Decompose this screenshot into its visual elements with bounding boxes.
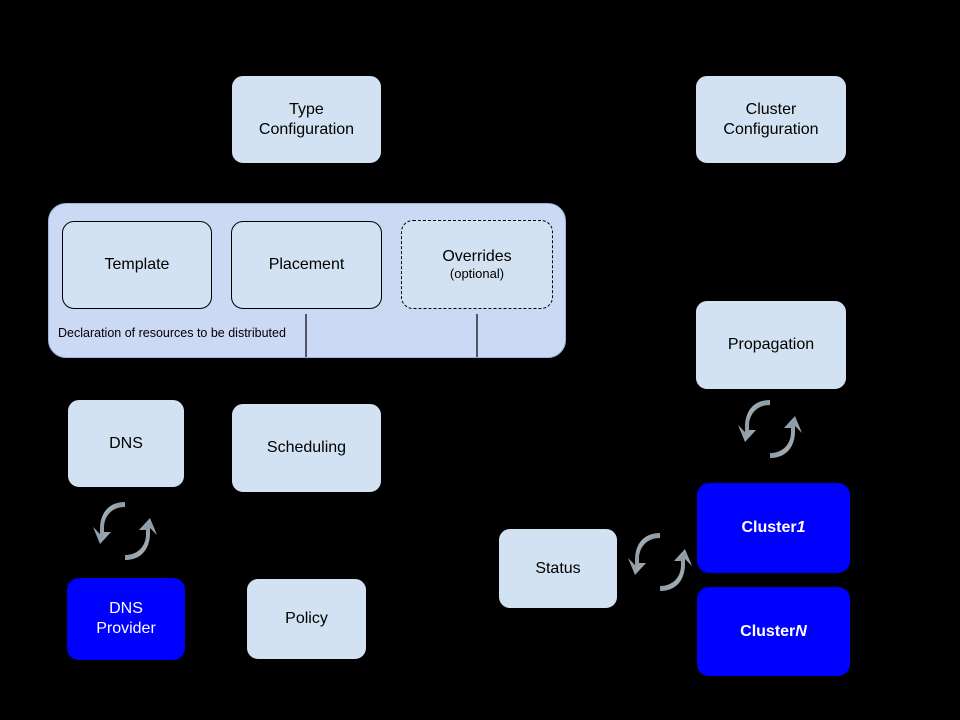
resource-declaration-caption: Declaration of resources to be distribut… bbox=[58, 326, 286, 340]
node-overrides-sublabel: (optional) bbox=[449, 266, 505, 282]
node-type-configuration[interactable]: Type Configuration bbox=[231, 75, 382, 164]
node-cluster-1-prefix: Cluster bbox=[741, 519, 797, 537]
sync-icon-propagation bbox=[738, 400, 802, 458]
node-cluster-1[interactable]: Cluster 1 bbox=[697, 483, 850, 573]
node-cluster-n-index: N bbox=[795, 622, 807, 640]
node-cluster-n-prefix: Cluster bbox=[740, 622, 796, 640]
node-overrides[interactable]: Overrides (optional) bbox=[401, 220, 553, 309]
node-propagation[interactable]: Propagation bbox=[695, 300, 847, 390]
node-status[interactable]: Status bbox=[498, 528, 618, 609]
node-dns-provider[interactable]: DNS Provider bbox=[67, 578, 185, 660]
node-cluster-n[interactable]: Cluster N bbox=[697, 587, 850, 676]
sync-icon-dns bbox=[93, 502, 157, 560]
node-policy[interactable]: Policy bbox=[246, 578, 367, 660]
node-placement[interactable]: Placement bbox=[231, 221, 382, 309]
node-cluster-1-index: 1 bbox=[796, 519, 806, 537]
sync-icon-status bbox=[628, 533, 692, 591]
node-template[interactable]: Template bbox=[62, 221, 212, 309]
node-cluster-configuration[interactable]: Cluster Configuration bbox=[695, 75, 847, 164]
node-dns[interactable]: DNS bbox=[67, 399, 185, 488]
node-scheduling[interactable]: Scheduling bbox=[231, 403, 382, 493]
node-overrides-label: Overrides bbox=[442, 247, 512, 265]
